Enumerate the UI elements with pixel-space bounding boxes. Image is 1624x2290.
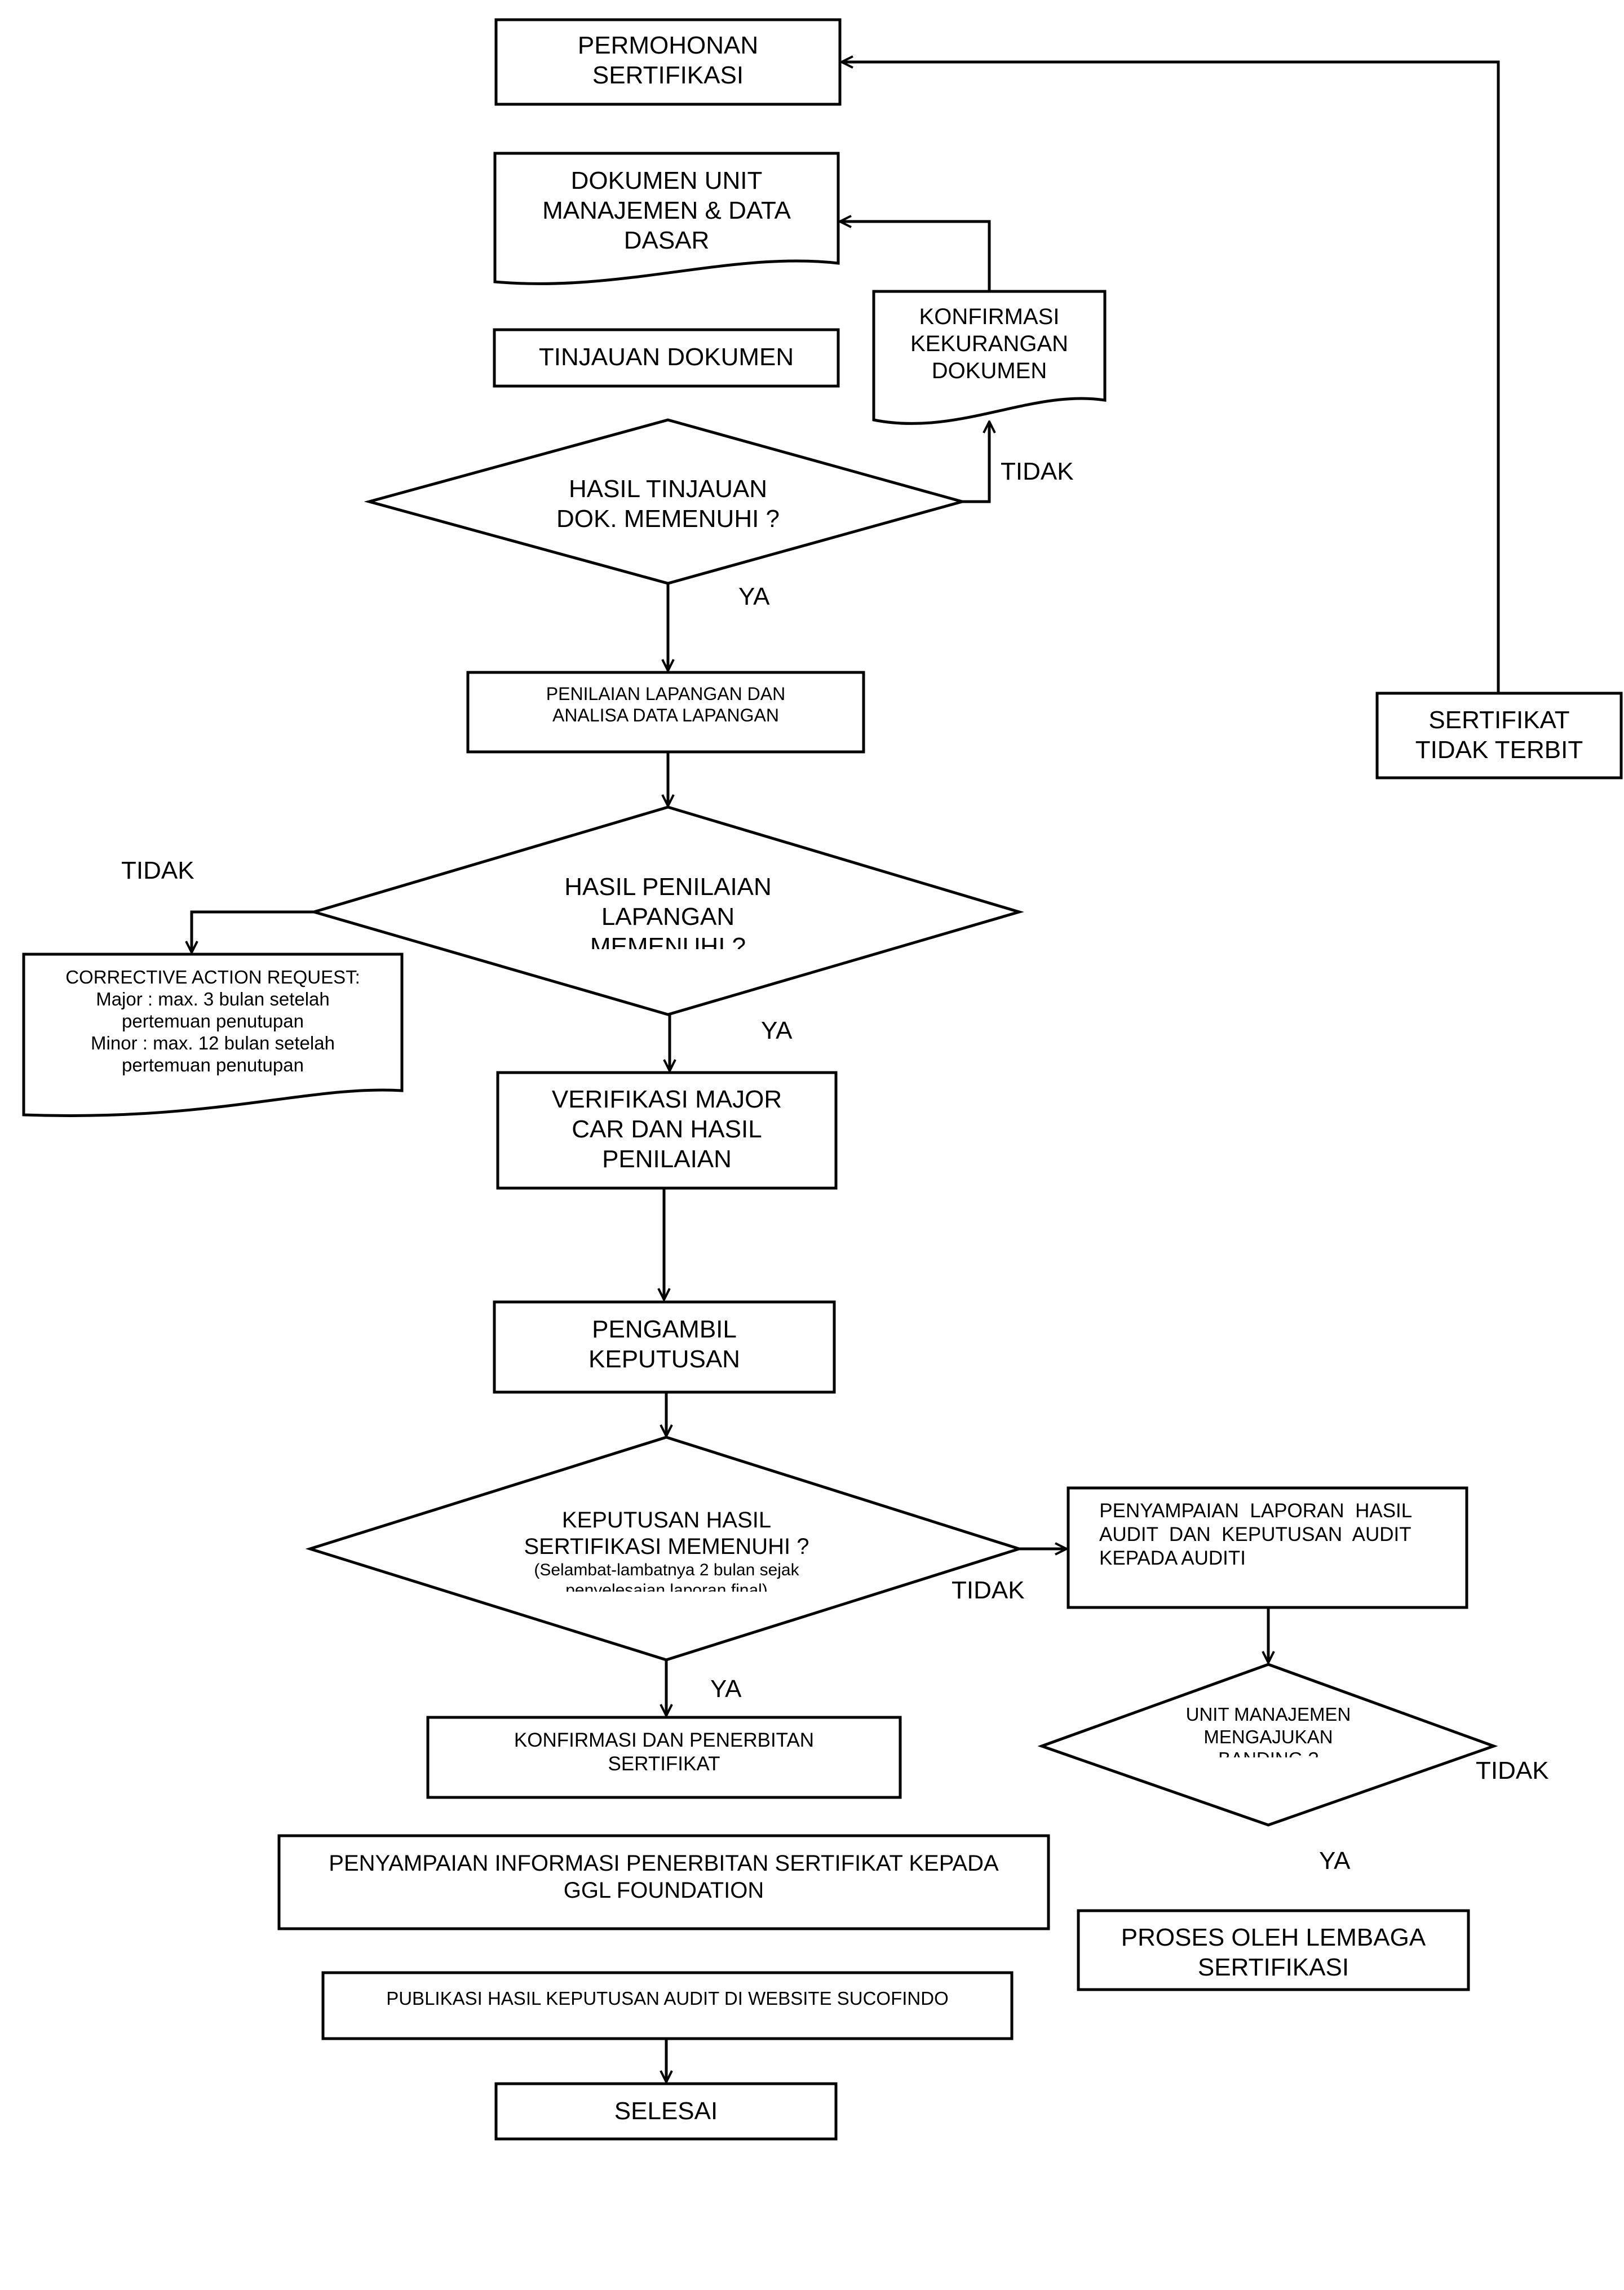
car-text: CORRECTIVE ACTION REQUEST: Major : max. … bbox=[65, 967, 360, 1075]
hasil-penilaian-text: HASIL PENILAIAN LAPANGAN MEMENUHI ? bbox=[564, 873, 772, 949]
penilaian-lapangan-text: PENILAIAN LAPANGAN DAN ANALISA DATA LAPA… bbox=[546, 684, 786, 726]
penyampaian-ggl-box bbox=[277, 1834, 1050, 1930]
penilaian-tidak-line bbox=[192, 910, 314, 953]
label-ya-tinjauan: YA bbox=[738, 583, 770, 610]
verifikasi-box bbox=[496, 1071, 838, 1190]
verifikasi-text: VERIFIKASI MAJOR CAR DAN HASIL PENILAIAN bbox=[551, 1086, 782, 1173]
hasil-tinjauan-text: HASIL TINJAUAN DOK. MEMENUHI ? bbox=[556, 475, 780, 533]
label-tidak-penilaian: TIDAK bbox=[121, 857, 194, 884]
proses-lembaga-box bbox=[1077, 1909, 1470, 1991]
label-ya-penilaian: YA bbox=[761, 1017, 793, 1044]
konfirmasi-penerbitan-box bbox=[426, 1716, 902, 1799]
label-tidak-banding: TIDAK bbox=[1476, 1757, 1549, 1784]
unit-banding-diamond bbox=[1037, 1663, 1498, 1827]
pengambil-text: PENGAMBIL KEPUTUSAN bbox=[588, 1315, 740, 1373]
proses-lembaga-text: PROSES OLEH LEMBAGA SERTIFIKASI bbox=[1121, 1924, 1426, 1981]
konfirmasi-penerbitan-text: KONFIRMASI DAN PENERBITAN SERTIFIKAT bbox=[514, 1729, 815, 1775]
label-tidak-tinjauan: TIDAK bbox=[1001, 458, 1074, 485]
feedback-line-top bbox=[842, 62, 1500, 693]
permohonan-text: PERMOHONAN SERTIFIKASI bbox=[577, 32, 759, 89]
pengambil-box bbox=[493, 1300, 836, 1394]
label-ya-banding: YA bbox=[1319, 1847, 1351, 1875]
konfirmasi-kekurangan-text: KONFIRMASI KEKURANGAN DOKUMEN bbox=[910, 304, 1069, 383]
tidak-terbit-box bbox=[1375, 692, 1623, 779]
tidak-terbit-text: SERTIFIKAT TIDAK TERBIT bbox=[1415, 706, 1583, 764]
penyampaian-laporan-box bbox=[1067, 1486, 1468, 1609]
tinjauan-tidak-line bbox=[962, 422, 989, 503]
konfirmasi-to-dokumen-line bbox=[840, 222, 991, 291]
dokumen-unit-text: DOKUMEN UNIT MANAJEMEN & DATA DASAR bbox=[542, 167, 791, 250]
publikasi-text: PUBLIKASI HASIL KEPUTUSAN AUDIT DI WEBSI… bbox=[386, 1988, 949, 2009]
unit-banding-text: UNIT MANAJEMEN MENGAJUKAN BANDING ? bbox=[1185, 1704, 1351, 1757]
dokumen-unit-shape bbox=[493, 152, 840, 285]
hasil-penilaian-diamond bbox=[309, 805, 1024, 1016]
penilaian-lapangan-box bbox=[466, 671, 865, 754]
permohonan-box bbox=[494, 18, 842, 106]
konfirmasi-kekurangan-shape bbox=[872, 290, 1107, 425]
selesai-text: SELESAI bbox=[614, 2097, 718, 2125]
penyampaian-ggl-text: PENYAMPAIAN INFORMASI PENERBITAN SERTIFI… bbox=[329, 1851, 999, 1903]
label-ya-keputusan: YA bbox=[710, 1675, 742, 1703]
tinjauan-box bbox=[493, 328, 840, 388]
label-tidak-keputusan: TIDAK bbox=[952, 1576, 1025, 1604]
penyampaian-laporan-text: • PENYAMPAIAN LAPORAN HASIL AUDIT DAN KE… bbox=[1099, 1500, 1413, 1567]
publikasi-box bbox=[321, 1971, 1014, 2040]
selesai-box bbox=[494, 2082, 838, 2141]
car-shape bbox=[22, 953, 404, 1117]
keputusan-note-2: penyelesaian laporan final) bbox=[565, 1580, 768, 1592]
keputusan-note-1: (Selambat-lambatnya 2 bulan sejak bbox=[534, 1561, 799, 1580]
keputusan-text: KEPUTUSAN HASIL SERTIFIKASI MEMENUHI ? (… bbox=[496, 1507, 837, 1592]
tinjauan-text: TINJAUAN DOKUMEN bbox=[538, 343, 794, 371]
